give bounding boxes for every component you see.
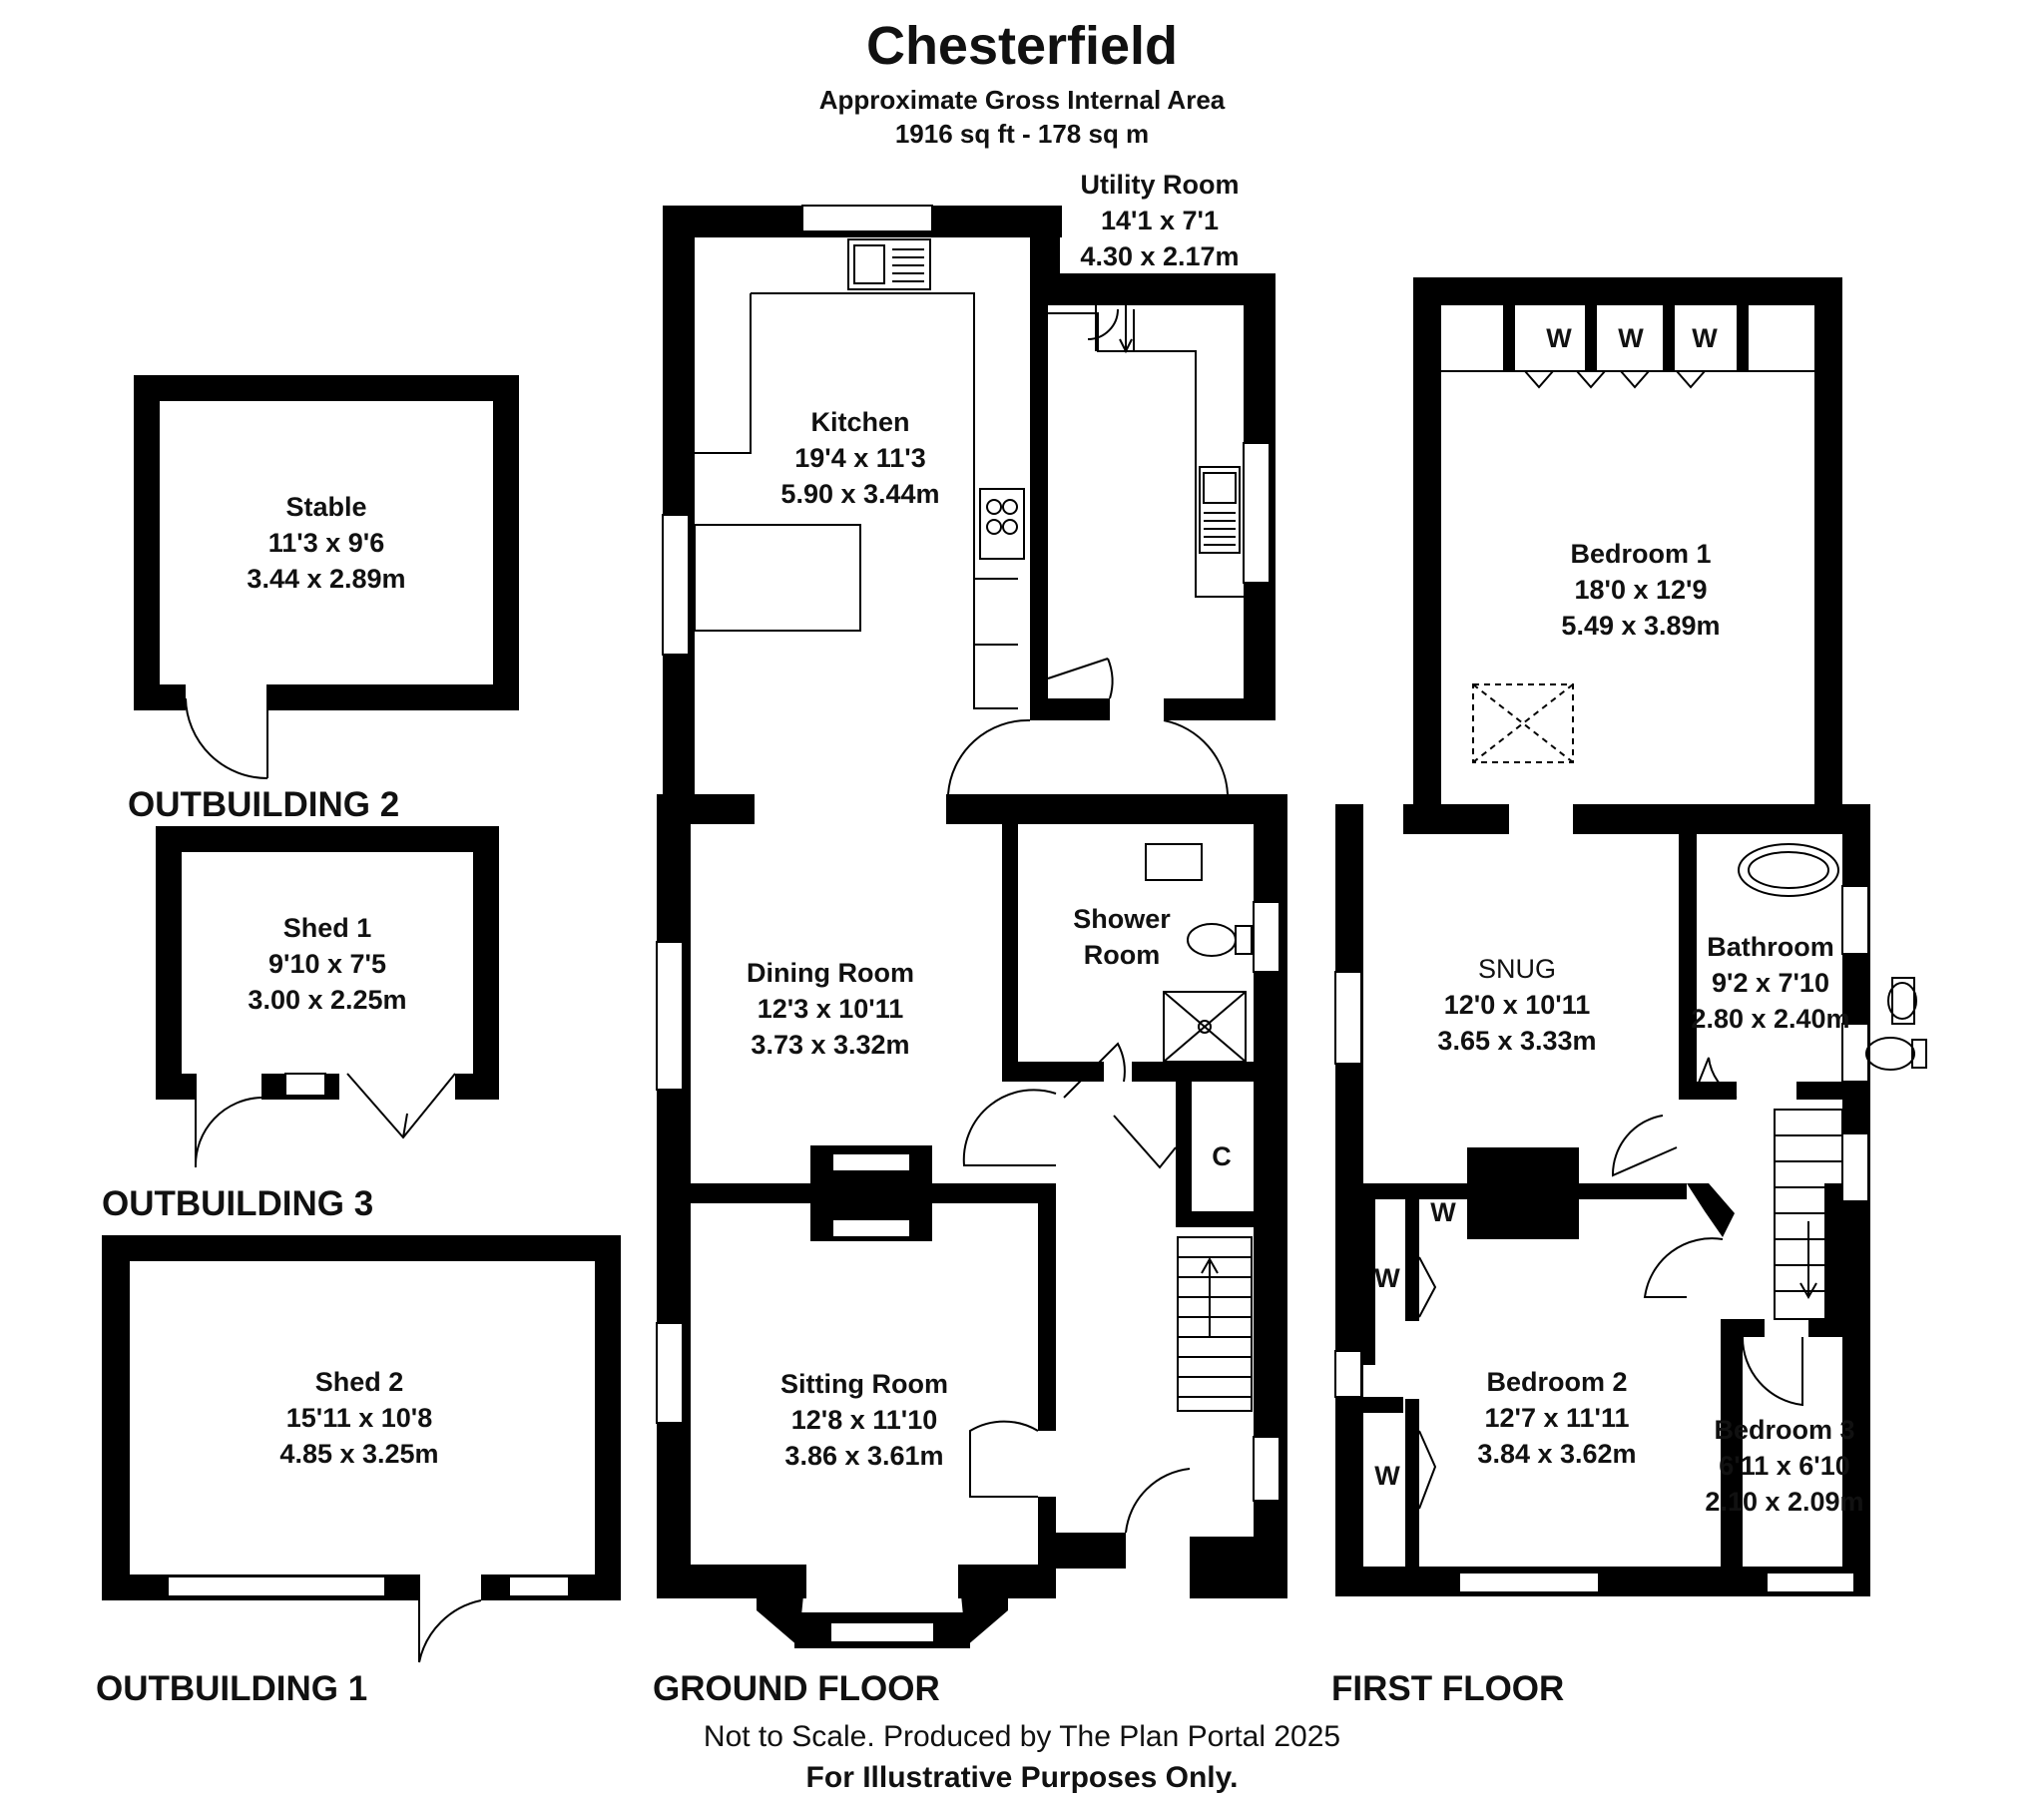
shower-basin-icon (1145, 843, 1203, 881)
svg-text:12'7 x 11'11: 12'7 x 11'11 (1485, 1403, 1630, 1433)
svg-text:3.73 x 3.32m: 3.73 x 3.32m (751, 1030, 909, 1060)
svg-text:19'4 x 11'3: 19'4 x 11'3 (794, 443, 925, 473)
svg-text:Room: Room (1084, 940, 1161, 970)
kitchen-sink-icon (847, 238, 931, 290)
bathroom-basin-icon (1891, 977, 1915, 1025)
wardrobe-label: W (1430, 1197, 1456, 1227)
area-value: 1916 sq ft - 178 sq m (895, 119, 1149, 149)
wardrobe-label: W (1374, 1263, 1400, 1293)
floor-label-outbuilding-2: OUTBUILDING 2 (128, 785, 399, 824)
svg-text:Shower: Shower (1073, 904, 1171, 934)
wardrobe-label: W (1618, 323, 1644, 353)
svg-text:3.00 x 2.25m: 3.00 x 2.25m (248, 985, 406, 1015)
floor-label-outbuilding-1: OUTBUILDING 1 (96, 1669, 367, 1708)
room-label-shower: Shower Room (1073, 904, 1171, 970)
svg-text:6'11 x 6'10: 6'11 x 6'10 (1719, 1451, 1849, 1481)
shower-tray-icon (1163, 991, 1247, 1063)
room-label-kitchen: Kitchen 19'4 x 11'3 5.90 x 3.44m (780, 407, 939, 509)
stable-walls (134, 375, 519, 712)
room-label-sitting: Sitting Room 12'8 x 11'10 3.86 x 3.61m (780, 1369, 948, 1471)
first-floor-doors (1611, 1057, 1803, 1407)
room-label-snug: SNUG 12'0 x 10'11 3.65 x 3.33m (1437, 954, 1596, 1056)
page-title: Chesterfield (866, 16, 1178, 76)
room-label-shed2: Shed 2 15'11 x 10'8 4.85 x 3.25m (279, 1367, 438, 1469)
svg-text:Bathroom: Bathroom (1707, 932, 1834, 962)
svg-text:4.30 x 2.17m: 4.30 x 2.17m (1080, 241, 1239, 271)
room-label-cupboard: C (1212, 1141, 1232, 1171)
shed1-door-icon (194, 1074, 262, 1168)
svg-text:3.84 x 3.62m: 3.84 x 3.62m (1477, 1439, 1636, 1469)
svg-text:11'3 x 9'6: 11'3 x 9'6 (268, 528, 384, 558)
svg-text:3.65 x 3.33m: 3.65 x 3.33m (1437, 1026, 1596, 1056)
svg-text:3.44 x 2.89m: 3.44 x 2.89m (247, 564, 405, 594)
svg-text:Bedroom 3: Bedroom 3 (1714, 1415, 1854, 1445)
svg-text:Dining Room: Dining Room (747, 958, 914, 988)
bathroom-toilet-icon (1865, 1037, 1915, 1071)
svg-text:Bedroom 2: Bedroom 2 (1486, 1367, 1627, 1397)
svg-text:9'2 x 7'10: 9'2 x 7'10 (1712, 968, 1829, 998)
svg-text:SNUG: SNUG (1478, 954, 1556, 984)
ground-stairs-icon (1177, 1236, 1253, 1412)
area-label: Approximate Gross Internal Area (819, 85, 1226, 115)
svg-text:3.86 x 3.61m: 3.86 x 3.61m (784, 1441, 943, 1471)
svg-text:14'1 x 7'1: 14'1 x 7'1 (1101, 206, 1219, 235)
ground-floor-doors (947, 308, 1229, 1534)
room-label-dining: Dining Room 12'3 x 10'11 3.73 x 3.32m (747, 958, 914, 1060)
wardrobe-labels: W W W W W W (1374, 323, 1718, 1491)
skylight-icon (1472, 683, 1574, 763)
svg-text:Sitting Room: Sitting Room (780, 1369, 948, 1399)
floor-label-ground: GROUND FLOOR (653, 1669, 940, 1708)
svg-text:12'8 x 11'10: 12'8 x 11'10 (791, 1405, 937, 1435)
floor-label-first: FIRST FLOOR (1331, 1669, 1564, 1708)
stable-door-icon (185, 684, 268, 779)
shower-toilet-icon (1187, 923, 1237, 957)
svg-text:2.80 x 2.40m: 2.80 x 2.40m (1691, 1004, 1849, 1034)
footer-illustrative: For Illustrative Purposes Only. (806, 1761, 1239, 1794)
svg-text:4.85 x 3.25m: 4.85 x 3.25m (279, 1439, 438, 1469)
utility-sink-icon (1199, 466, 1241, 554)
wardrobe-label: W (1374, 1461, 1400, 1491)
room-label-stable: Stable 11'3 x 9'6 3.44 x 2.89m (247, 492, 405, 594)
svg-text:2.10 x 2.09m: 2.10 x 2.09m (1705, 1487, 1863, 1517)
wardrobe-label: W (1546, 323, 1572, 353)
bath-icon (1738, 843, 1839, 897)
svg-text:Stable: Stable (285, 492, 366, 522)
svg-text:12'3 x 10'11: 12'3 x 10'11 (758, 994, 903, 1024)
svg-text:15'11 x 10'8: 15'11 x 10'8 (286, 1403, 432, 1433)
room-label-bedroom3: Bedroom 3 6'11 x 6'10 2.10 x 2.09m (1705, 1415, 1863, 1517)
wardrobe-label: W (1692, 323, 1718, 353)
ground-floor-fixtures (694, 238, 1253, 1412)
room-label-utility: Utility Room 14'1 x 7'1 4.30 x 2.17m (1080, 170, 1239, 271)
room-label-bedroom2: Bedroom 2 12'7 x 11'11 3.84 x 3.62m (1477, 1367, 1636, 1469)
shed2-walls (102, 1235, 621, 1602)
ground-floor-windows (656, 205, 1280, 1643)
shed2-door-icon (418, 1574, 482, 1663)
svg-text:5.49 x 3.89m: 5.49 x 3.89m (1561, 611, 1720, 641)
svg-text:Utility Room: Utility Room (1081, 170, 1240, 200)
room-label-shed1: Shed 1 9'10 x 7'5 3.00 x 2.25m (248, 913, 406, 1015)
svg-text:12'0 x 10'11: 12'0 x 10'11 (1444, 990, 1590, 1020)
svg-text:5.90 x 3.44m: 5.90 x 3.44m (780, 479, 939, 509)
svg-text:Shed 2: Shed 2 (315, 1367, 404, 1397)
first-floor-windows (1334, 885, 1869, 1593)
shed1-double-door-icon (346, 1073, 456, 1139)
room-label-bedroom1: Bedroom 1 18'0 x 12'9 5.49 x 3.89m (1561, 539, 1720, 641)
svg-text:Shed 1: Shed 1 (283, 913, 372, 943)
svg-text:9'10 x 7'5: 9'10 x 7'5 (268, 949, 386, 979)
hob-icon (979, 488, 1025, 560)
svg-text:18'0 x 12'9: 18'0 x 12'9 (1575, 575, 1708, 605)
footer-disclaimer: Not to Scale. Produced by The Plan Porta… (704, 1720, 1340, 1753)
first-floor-fixtures (1418, 370, 1927, 1510)
svg-text:Bedroom 1: Bedroom 1 (1570, 539, 1711, 569)
room-label-bathroom: Bathroom 9'2 x 7'10 2.80 x 2.40m (1691, 932, 1849, 1034)
floor-label-outbuilding-3: OUTBUILDING 3 (102, 1184, 373, 1223)
svg-text:Kitchen: Kitchen (810, 407, 909, 437)
